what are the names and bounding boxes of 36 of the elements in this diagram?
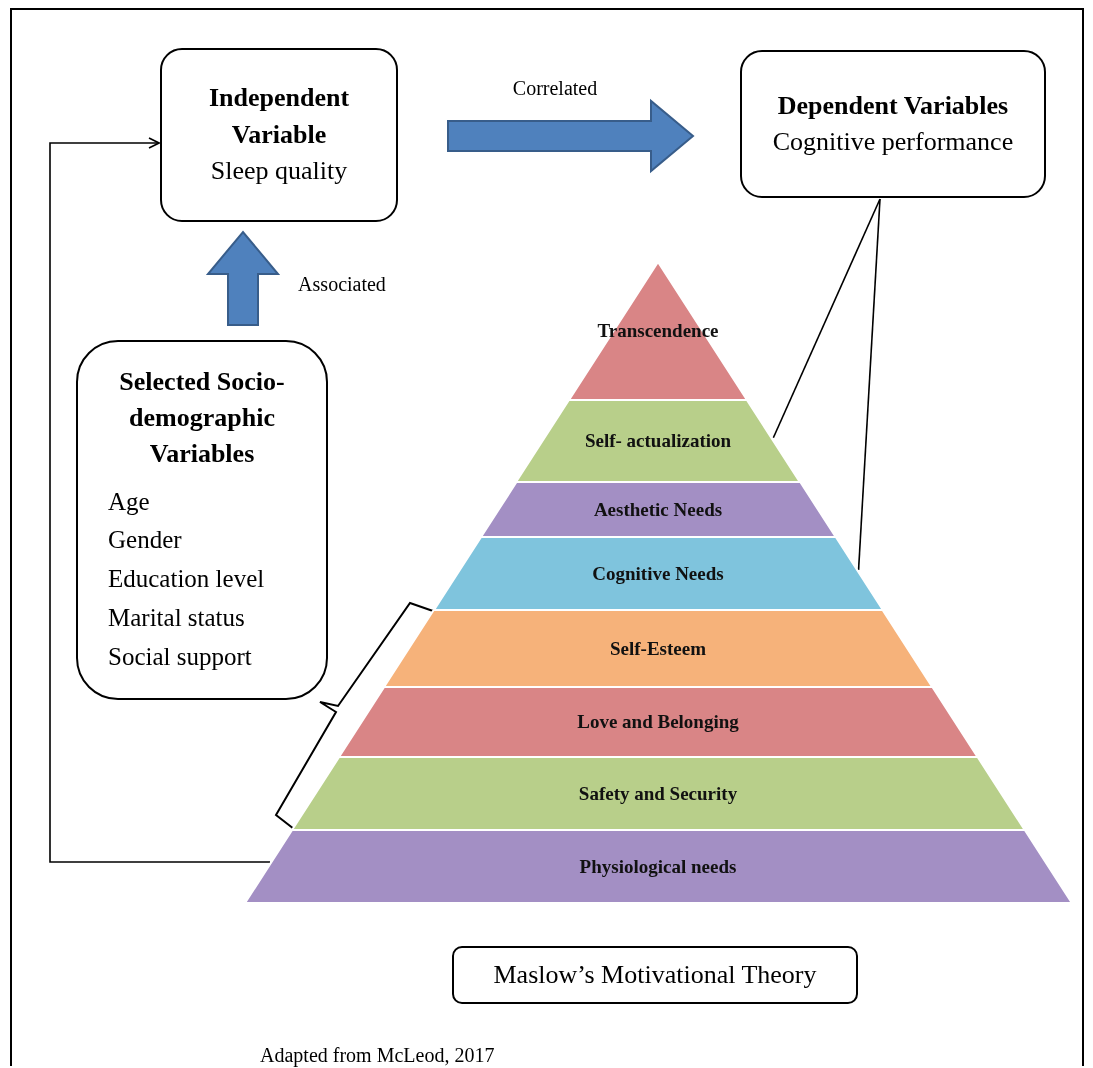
layer-label: Aesthetic Needs [593, 498, 723, 521]
connector-line [857, 198, 881, 571]
list-item: Education level [108, 564, 265, 595]
block-arrow [447, 98, 695, 174]
list-item: Age [108, 486, 150, 517]
source-note: Adapted from McLeod, 2017 [260, 1044, 495, 1067]
pyramid-layer [480, 482, 836, 537]
pyramid-layer [383, 610, 933, 687]
variable-box [160, 48, 398, 222]
pyramid-layer [338, 687, 978, 757]
layer-label: Self- actualization [584, 430, 732, 452]
variable-box [740, 50, 1046, 198]
box-text: Cognitive performance [772, 126, 1014, 158]
layer-label: Cognitive Needs [592, 562, 724, 585]
arrow [49, 137, 271, 863]
pyramid-layer [516, 400, 800, 482]
pyramid-layer [291, 757, 1025, 830]
box-heading: Independent Variable [207, 82, 351, 151]
layer-label: Physiological needs [579, 855, 737, 878]
box-text: Sleep quality [210, 155, 348, 188]
title-box [452, 946, 858, 1004]
block-arrow [205, 230, 281, 326]
variable-box [76, 340, 328, 700]
box-heading: Selected Socio-demographic Variables [118, 365, 286, 471]
box-title: Maslow’s Motivational Theory [493, 958, 817, 991]
pyramid-layer [433, 537, 883, 610]
layer-label: Love and Belonging [577, 711, 739, 733]
pyramid-layer [244, 830, 1072, 903]
list-item: Gender [108, 525, 182, 556]
box-heading: Dependent Variables [777, 89, 1009, 122]
layer-label: Safety and Security [578, 782, 738, 805]
layer-label: Self-Esteem [610, 637, 706, 660]
list-item: Marital status [108, 602, 245, 633]
connector-line [772, 198, 881, 439]
list-item: Social support [108, 641, 252, 672]
pyramid-layer [569, 262, 747, 400]
